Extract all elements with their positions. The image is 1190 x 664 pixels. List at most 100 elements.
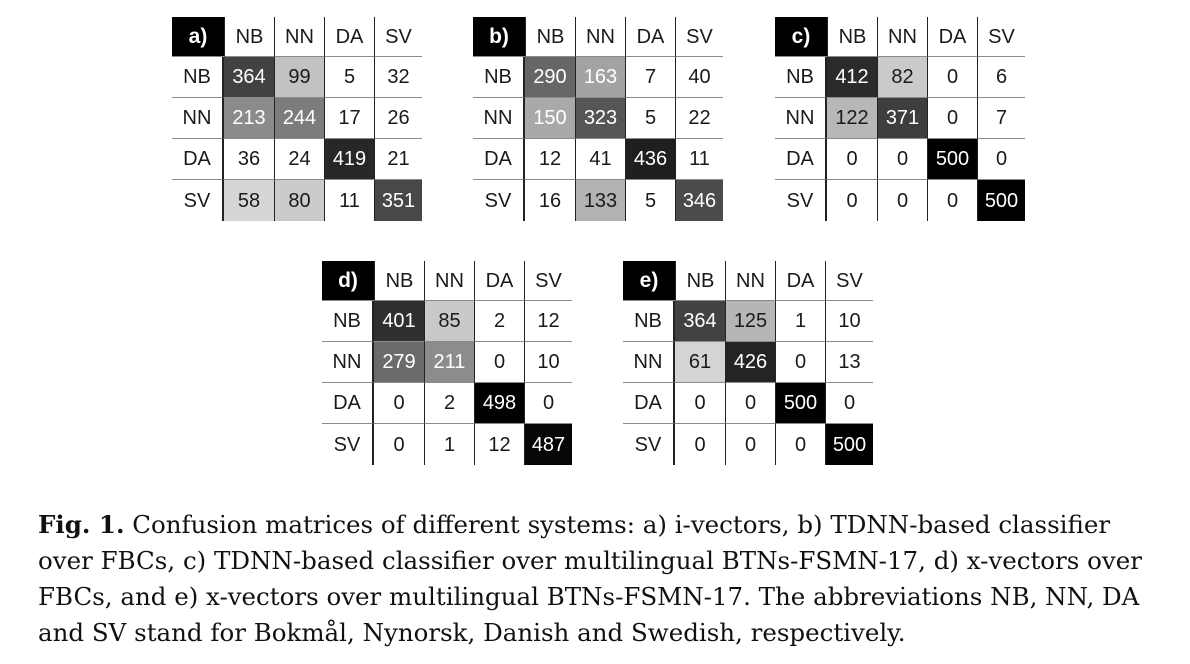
row-header: DA: [322, 383, 374, 424]
matrix-cell: 426: [725, 342, 775, 383]
matrix-cell: 0: [374, 424, 424, 465]
row-header: DA: [775, 139, 827, 180]
row-header: DA: [473, 139, 525, 180]
matrix-cell: 364: [224, 57, 274, 98]
row-header: NB: [172, 57, 224, 98]
column-header: NB: [374, 261, 424, 301]
column-header: DA: [474, 261, 524, 301]
matrix-cell: 487: [524, 424, 572, 465]
matrix-cell: 0: [827, 180, 877, 221]
matrix-cell: 41: [575, 139, 625, 180]
matrix-cell: 0: [927, 98, 977, 139]
row-header: SV: [172, 180, 224, 221]
matrix-cell: 371: [877, 98, 927, 139]
matrix-cell: 0: [877, 139, 927, 180]
row-header: NN: [473, 98, 525, 139]
matrix-cell: 22: [675, 98, 723, 139]
matrix-cell: 0: [977, 139, 1025, 180]
column-header: SV: [977, 17, 1025, 57]
row-header: NB: [775, 57, 827, 98]
row-header: NN: [623, 342, 675, 383]
matrix-cell: 11: [324, 180, 374, 221]
matrix-cell: 0: [877, 180, 927, 221]
row-header: SV: [623, 424, 675, 465]
column-header: DA: [625, 17, 675, 57]
matrix-cell: 323: [575, 98, 625, 139]
matrix-label: e): [623, 261, 675, 301]
matrix-cell: 5: [625, 98, 675, 139]
matrix-cell: 0: [775, 342, 825, 383]
matrix-cell: 0: [927, 57, 977, 98]
column-header: NB: [525, 17, 575, 57]
row-header: SV: [473, 180, 525, 221]
matrix-cell: 401: [374, 301, 424, 342]
matrix-cell: 500: [825, 424, 873, 465]
matrix-cell: 244: [274, 98, 324, 139]
matrix-label: d): [322, 261, 374, 301]
matrix-cell: 82: [877, 57, 927, 98]
matrix-cell: 419: [324, 139, 374, 180]
matrix-cell: 436: [625, 139, 675, 180]
caption-prefix: Fig. 1.: [38, 510, 125, 539]
column-header: DA: [927, 17, 977, 57]
matrix-cell: 213: [224, 98, 274, 139]
column-header: SV: [825, 261, 873, 301]
matrix-cell: 211: [424, 342, 474, 383]
matrix-cell: 2: [424, 383, 474, 424]
matrix-cell: 11: [675, 139, 723, 180]
matrix-cell: 0: [725, 383, 775, 424]
matrix-cell: 351: [374, 180, 422, 221]
row-header: NB: [322, 301, 374, 342]
matrix-cell: 10: [825, 301, 873, 342]
column-header: NB: [675, 261, 725, 301]
matrix-cell: 1: [775, 301, 825, 342]
matrix-cell: 279: [374, 342, 424, 383]
column-header: NB: [827, 17, 877, 57]
matrix-cell: 26: [374, 98, 422, 139]
matrix-cell: 32: [374, 57, 422, 98]
matrix-cell: 40: [675, 57, 723, 98]
matrix-label: c): [775, 17, 827, 57]
matrix-cell: 290: [525, 57, 575, 98]
column-header: SV: [675, 17, 723, 57]
matrix-cell: 498: [474, 383, 524, 424]
matrix-cell: 58: [224, 180, 274, 221]
row-header: NN: [775, 98, 827, 139]
column-header: SV: [374, 17, 422, 57]
column-header: SV: [524, 261, 572, 301]
matrix-cell: 150: [525, 98, 575, 139]
matrix-cell: 0: [675, 424, 725, 465]
matrix-cell: 61: [675, 342, 725, 383]
matrix-cell: 5: [625, 180, 675, 221]
row-header: DA: [172, 139, 224, 180]
column-header: NN: [725, 261, 775, 301]
matrix-cell: 0: [474, 342, 524, 383]
matrix-cell: 24: [274, 139, 324, 180]
column-header: NN: [877, 17, 927, 57]
matrix-cell: 12: [525, 139, 575, 180]
column-header: DA: [775, 261, 825, 301]
matrix-cell: 16: [525, 180, 575, 221]
matrix-cell: 21: [374, 139, 422, 180]
matrix-cell: 346: [675, 180, 723, 221]
row-header: NN: [172, 98, 224, 139]
matrix-cell: 6: [977, 57, 1025, 98]
row-header: SV: [775, 180, 827, 221]
matrix-cell: 5: [324, 57, 374, 98]
column-header: NB: [224, 17, 274, 57]
matrix-cell: 163: [575, 57, 625, 98]
matrix-cell: 364: [675, 301, 725, 342]
matrix-cell: 10: [524, 342, 572, 383]
matrix-cell: 7: [625, 57, 675, 98]
figure-caption: Fig. 1. Confusion matrices of different …: [38, 507, 1168, 651]
matrix-cell: 80: [274, 180, 324, 221]
matrix-cell: 17: [324, 98, 374, 139]
matrix-label: b): [473, 17, 525, 57]
matrix-cell: 2: [474, 301, 524, 342]
matrix-cell: 0: [524, 383, 572, 424]
